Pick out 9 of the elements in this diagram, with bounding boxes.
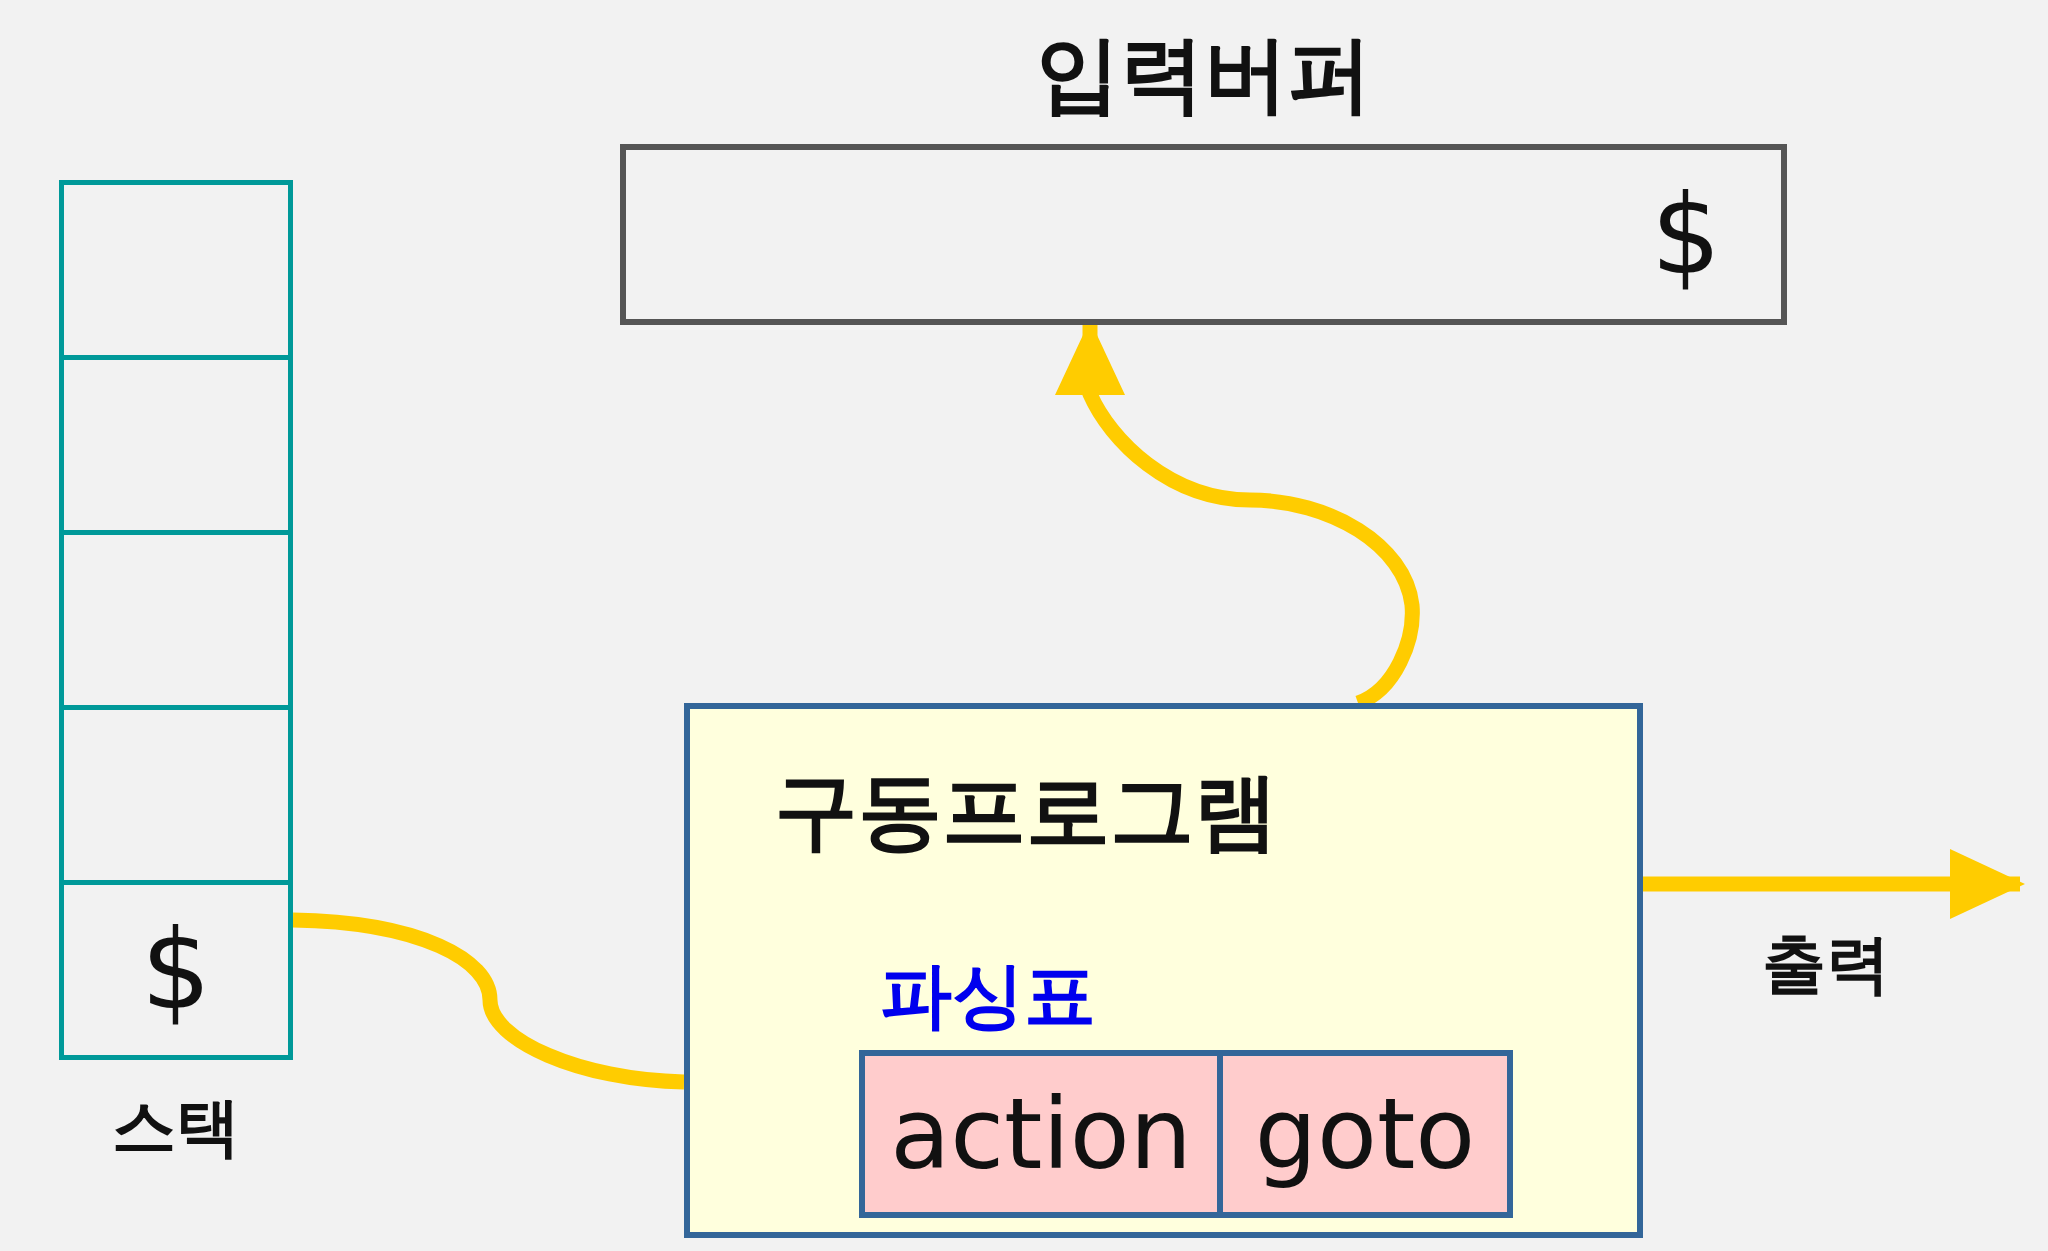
arrow xyxy=(1643,849,2025,919)
stack-label: 스택 xyxy=(111,1095,241,1159)
dollar-sign: $ xyxy=(1651,180,1721,290)
connector-line xyxy=(292,912,685,1090)
buffer-title: 입력버퍼 xyxy=(1034,32,1373,116)
edge-label: 출력 xyxy=(1762,932,1890,996)
driver-program-box xyxy=(684,703,1643,1238)
parsing-table-title: 파싱표 xyxy=(880,959,1096,1031)
driver-program-title: 구동프로그램 xyxy=(774,769,1278,853)
